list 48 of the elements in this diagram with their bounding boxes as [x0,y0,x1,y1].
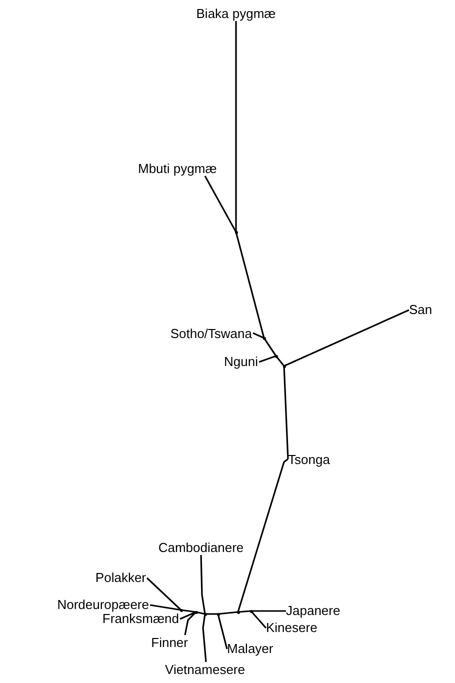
branch-point [216,612,220,616]
tree-branch [284,309,410,367]
tree-branch [202,614,207,662]
branch-point [234,230,238,234]
tree-branch [237,458,288,612]
population-label: Nguni [224,354,258,369]
branch-point [180,608,182,612]
population-label: Finner [151,635,188,650]
population-label: Japanere [286,603,340,618]
tree-branch [250,610,267,629]
population-label: Biaka pygmæ [196,6,276,21]
tree-branch [283,366,289,460]
population-label: Sotho/Tswana [170,326,252,341]
tree-branch [275,356,285,366]
population-label: Vietnamesere [165,662,245,677]
tree-branch [238,610,252,613]
tree-branch [252,332,264,339]
population-label: Polakker [95,570,146,585]
tree-branch [200,554,206,614]
population-label: Kinesere [266,620,318,635]
tree-branch [184,611,197,636]
tree-branch [180,609,196,613]
population-label: Cambodianere [158,540,244,555]
branch-point [282,364,286,368]
tree-branch [217,614,228,650]
tree-branch [180,611,196,620]
population-label: Franksmænd [102,611,179,626]
tree-branch [150,604,182,611]
population-label: Malayer [227,641,274,656]
population-label: Nordeuropæere [57,597,149,612]
tree-branch [196,611,206,615]
population-label: Tsonga [288,452,330,467]
tree-branch [235,21,237,232]
tree-branch [146,577,182,611]
branch-point [262,336,266,340]
population-label: San [409,302,432,317]
tree-branch [204,176,237,232]
tree-branch [205,613,218,615]
tree-branch [251,610,286,612]
branch-point [250,610,252,612]
branch-point [194,610,198,614]
branch-point [236,610,240,614]
tree-branch [218,611,238,615]
tree-branch [258,355,276,363]
population-label: Mbuti pygmæ [138,161,217,176]
tree-branch [263,338,277,356]
branch-point [274,354,278,358]
tree-branch [235,232,265,338]
